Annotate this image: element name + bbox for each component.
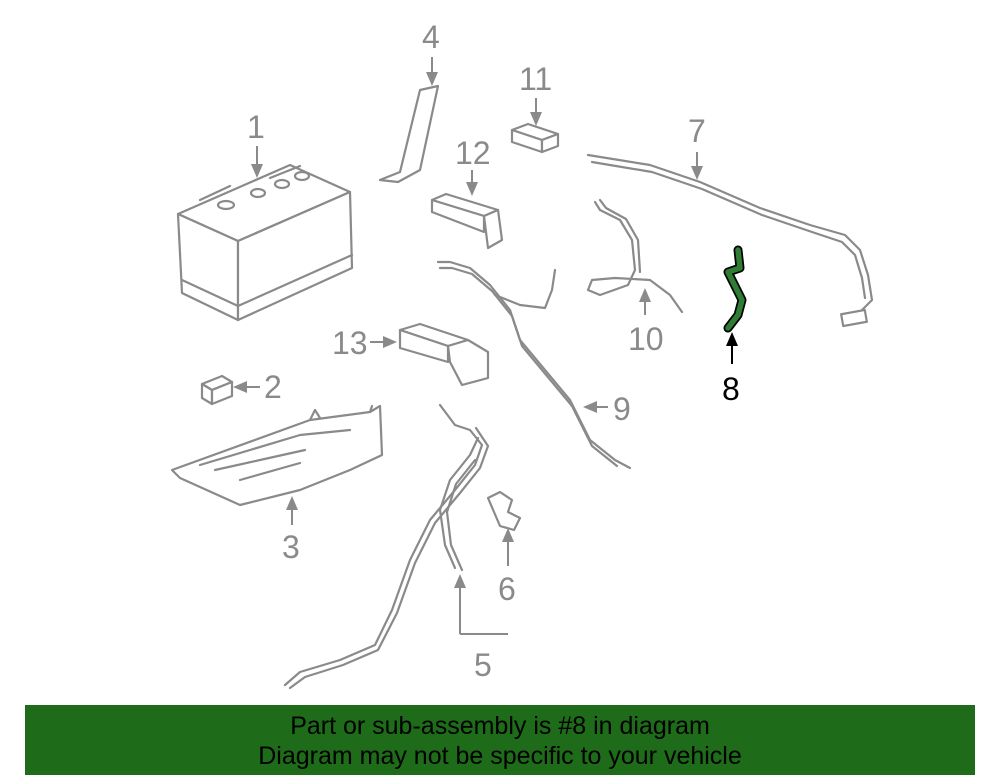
callout-9: 9 — [613, 391, 631, 427]
callout-2: 2 — [264, 369, 282, 405]
banner-line-disclaimer: Diagram may not be specific to your vehi… — [258, 742, 742, 770]
harness-part-7 — [586, 153, 874, 328]
callout-10: 10 — [628, 321, 664, 357]
box-part-11 — [510, 122, 560, 154]
callout-13: 13 — [332, 325, 368, 361]
strap-part — [378, 84, 440, 184]
block-part-2 — [200, 374, 234, 406]
callout-leaders — [233, 57, 738, 635]
callout-8: 8 — [722, 371, 740, 407]
cable-part-5 — [283, 403, 490, 690]
info-banner: Part or sub-assembly is #8 in diagram Di… — [25, 705, 975, 775]
callout-3: 3 — [282, 529, 300, 565]
cable-part-10 — [586, 198, 684, 314]
battery-part — [176, 163, 354, 322]
callout-4: 4 — [422, 19, 440, 55]
cover-part-12 — [430, 192, 504, 250]
callout-7: 7 — [688, 113, 706, 149]
clip-part-6 — [486, 490, 522, 532]
callout-1: 1 — [247, 109, 265, 145]
cable-part-8-highlighted — [723, 245, 747, 333]
parts-diagram: 1 2 3 4 5 6 7 8 9 10 11 12 13 — [170, 19, 874, 690]
callout-6: 6 — [498, 571, 516, 607]
battery-tray-part — [170, 404, 384, 507]
callout-11: 11 — [519, 61, 552, 97]
callout-12: 12 — [455, 135, 491, 171]
banner-line-part-number: Part or sub-assembly is #8 in diagram — [290, 712, 710, 740]
cover-part-13 — [398, 322, 490, 387]
cable-part-9 — [436, 260, 632, 470]
callout-5: 5 — [474, 647, 492, 683]
